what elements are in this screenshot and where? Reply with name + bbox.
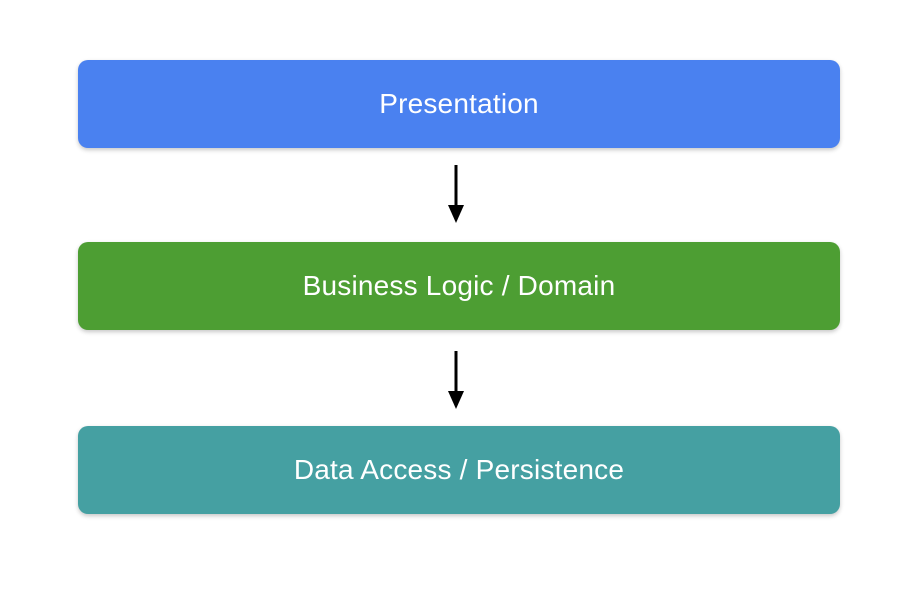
layer-label-presentation: Presentation bbox=[379, 88, 539, 119]
layer-box-data-access: Data Access / Persistence bbox=[78, 426, 840, 514]
layer-label-business-logic: Business Logic / Domain bbox=[302, 270, 616, 301]
layer-box-presentation: Presentation bbox=[78, 60, 840, 148]
layer-box-business-logic: Business Logic / Domain bbox=[78, 242, 840, 330]
layer-label-data-access: Data Access / Persistence bbox=[293, 454, 625, 485]
down-arrow-icon bbox=[444, 351, 468, 409]
down-arrow-icon bbox=[444, 165, 468, 223]
